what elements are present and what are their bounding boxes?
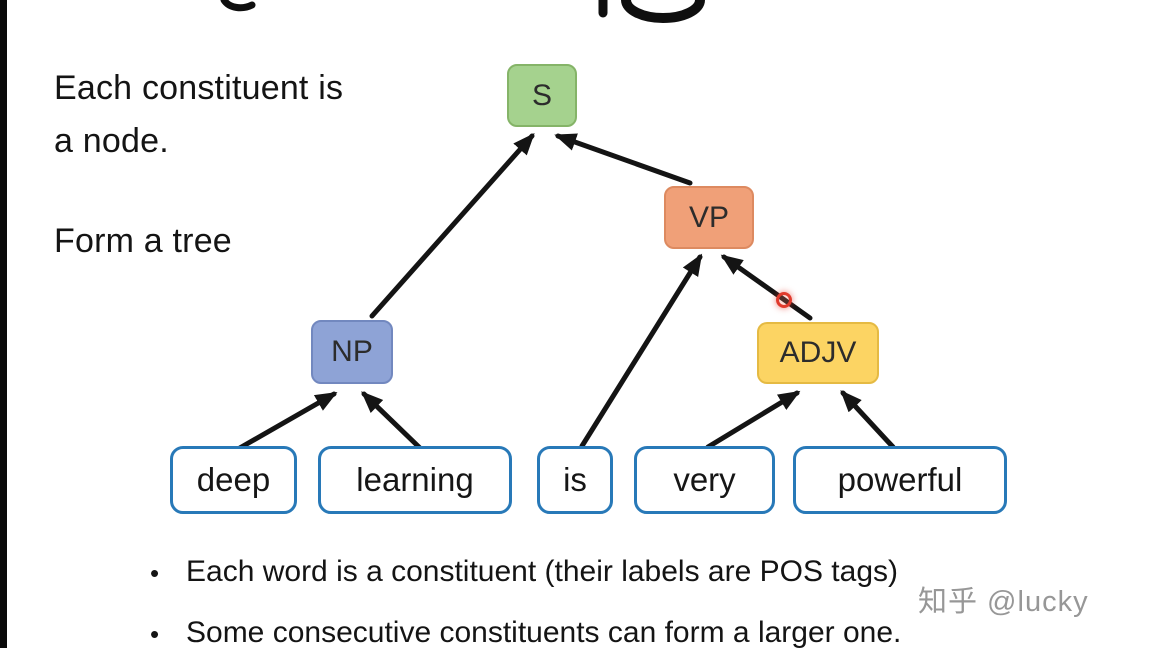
bullet-item: Each word is a constituent (their labels… [150, 555, 898, 589]
tree-node-np: NP [311, 320, 393, 384]
edge-very-to-adjv [705, 390, 801, 450]
word-label: deep [196, 461, 271, 498]
tree-node-label: NP [331, 335, 373, 368]
edge-np-to-s [369, 133, 535, 319]
tree-node-label: VP [688, 200, 730, 234]
word-label: learning [356, 461, 474, 498]
tree-node-label: ADJV [779, 336, 857, 369]
note-line-1: Each constituent is [54, 69, 344, 107]
note-each-constituent: Each constituent is a node. [54, 62, 343, 167]
edge-is-to-vp [579, 253, 703, 449]
word-box-is: is [537, 446, 613, 514]
watermark: 知乎 @lucky [918, 586, 1089, 618]
cropped-title-fragment [220, 0, 705, 23]
note-line-2: a node. [54, 121, 169, 160]
note-line-3: Form a tree [54, 222, 232, 260]
word-box-powerful: powerful [793, 446, 1007, 514]
tree-node-label: S [531, 78, 552, 112]
title-descender-3 [621, 0, 705, 23]
note-form-a-tree: Form a tree [54, 215, 232, 268]
bullet-item: Some consecutive constituents can form a… [150, 616, 901, 648]
left-edge-bar [0, 0, 7, 648]
word-label: powerful [837, 461, 963, 498]
edge-learning-to-np [361, 391, 424, 452]
word-label: very [673, 461, 736, 498]
word-box-deep: deep [170, 446, 297, 514]
word-label: is [563, 461, 587, 498]
bullet-text: Each word is a constituent (their labels… [186, 555, 899, 588]
bullet-dot [150, 616, 186, 648]
laser-pointer-dot [776, 292, 792, 308]
tree-node-s: S [507, 64, 577, 127]
edge-adjv-to-vp [720, 254, 813, 321]
bullet-dot [150, 555, 186, 589]
bullet-text: Some consecutive constituents can form a… [186, 616, 902, 648]
tree-node-vp: VP [664, 186, 754, 249]
word-box-very: very [634, 446, 775, 514]
tree-node-adjv: ADJV [757, 322, 879, 384]
edge-powerful-to-adjv [840, 390, 896, 450]
word-box-learning: learning [318, 446, 512, 514]
edge-vp-to-s [554, 133, 693, 186]
title-descender-1 [220, 0, 256, 12]
edge-deep-to-np [235, 391, 338, 452]
